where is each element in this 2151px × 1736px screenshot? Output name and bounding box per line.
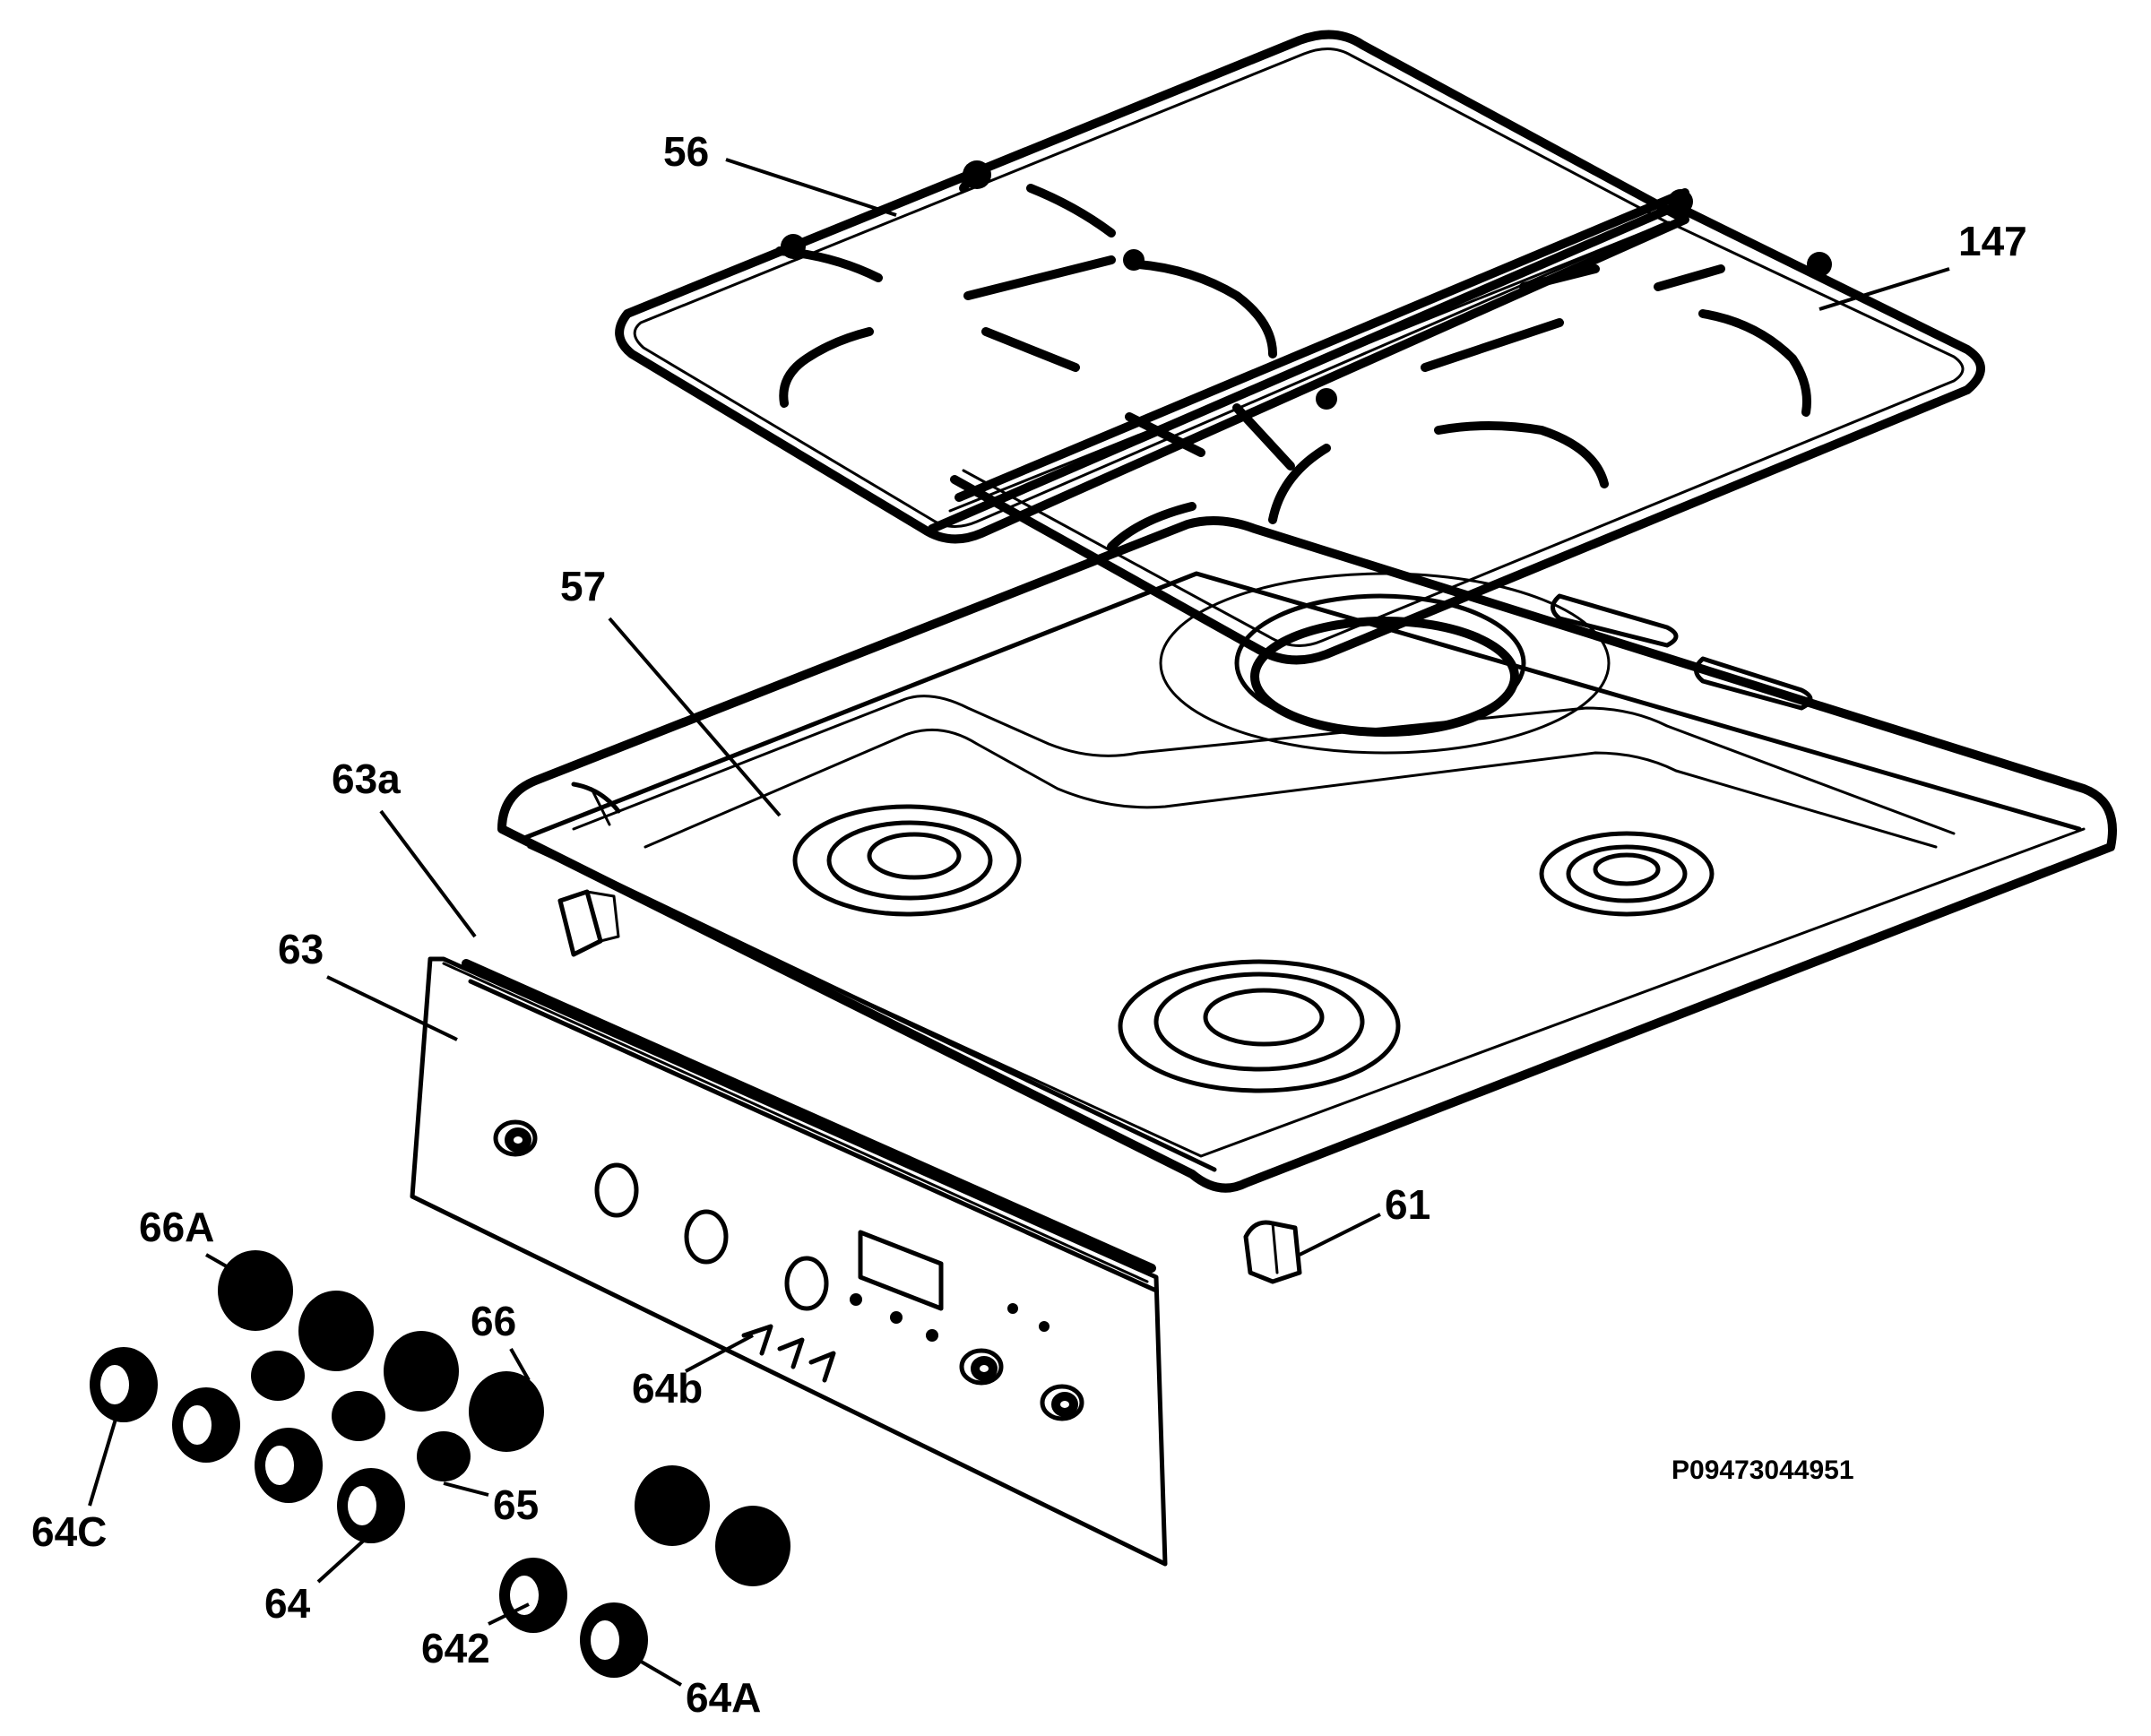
pan-support-grid bbox=[615, 30, 1985, 665]
part-labels: 56 147 57 63a 63 61 64b 66A 66 65 64C 64… bbox=[31, 128, 2027, 1721]
label-147: 147 bbox=[1958, 218, 2027, 264]
label-642: 642 bbox=[421, 1625, 490, 1671]
control-knobs bbox=[90, 1347, 648, 1678]
label-63a: 63a bbox=[332, 756, 401, 802]
clip-part bbox=[1243, 1220, 1302, 1284]
label-64: 64 bbox=[264, 1580, 311, 1627]
leader-lines bbox=[88, 158, 1950, 1687]
label-61: 61 bbox=[1385, 1181, 1430, 1228]
label-64A: 64A bbox=[686, 1674, 761, 1721]
hob-top bbox=[497, 516, 2117, 1193]
label-63: 63 bbox=[278, 926, 324, 972]
label-56: 56 bbox=[663, 128, 709, 175]
label-64C: 64C bbox=[31, 1508, 107, 1555]
label-65: 65 bbox=[493, 1481, 539, 1528]
diagram-code: P09473044951 bbox=[1672, 1455, 1854, 1485]
control-panel bbox=[410, 956, 1168, 1567]
knob-rings bbox=[251, 1351, 471, 1481]
label-66A: 66A bbox=[139, 1204, 214, 1250]
label-64b: 64b bbox=[632, 1365, 703, 1412]
label-57: 57 bbox=[560, 563, 606, 609]
label-66: 66 bbox=[471, 1298, 516, 1344]
